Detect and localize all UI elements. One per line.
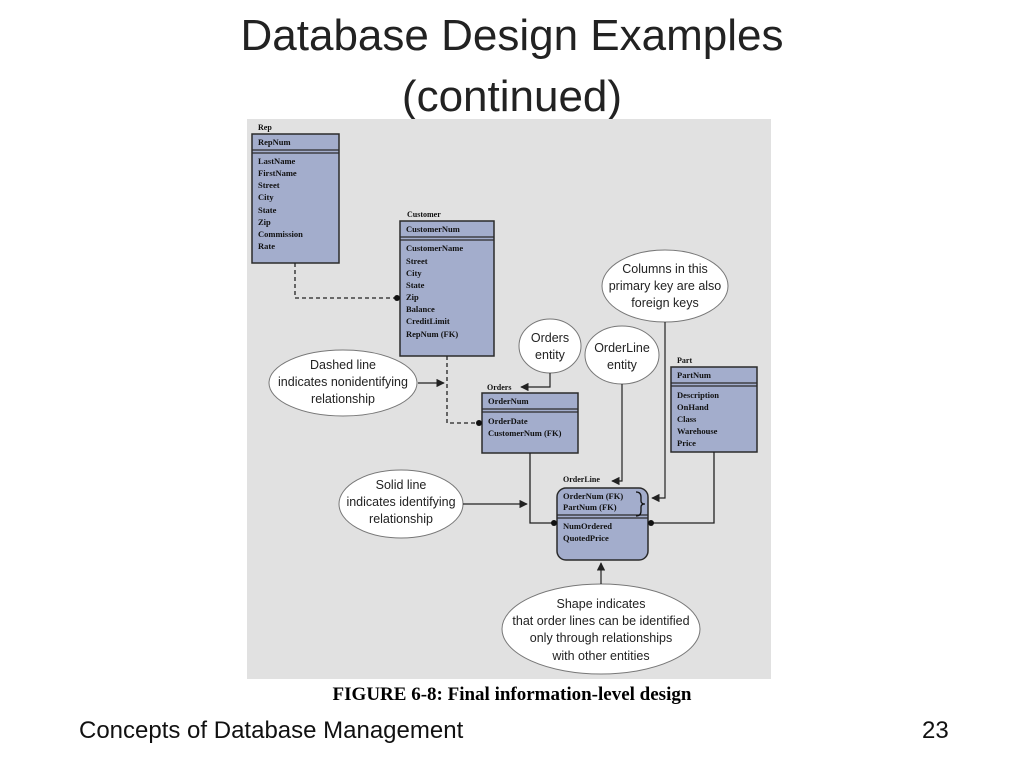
svg-text:entity: entity xyxy=(607,358,638,372)
svg-text:only through relationships: only through relationships xyxy=(530,631,672,645)
orderline-entity-callout: OrderLine entity xyxy=(584,325,660,385)
part-entity: PartNum Description OnHand Class Warehou… xyxy=(670,366,758,453)
rep-key: RepNum xyxy=(258,137,291,147)
svg-text:entity: entity xyxy=(535,348,566,362)
part-attr: Description xyxy=(677,390,719,400)
orders-entity-name: Orders xyxy=(487,383,511,392)
orders-callout-arrow xyxy=(520,373,551,392)
orders-orderline-relationship xyxy=(529,453,557,526)
customer-entity-name: Customer xyxy=(407,210,441,219)
dashed-line-callout: Dashed line indicates nonidentifying rel… xyxy=(268,349,418,417)
orders-entity-callout: Orders entity xyxy=(518,318,582,374)
pk-fk-callout: Columns in this primary key are also for… xyxy=(601,249,729,323)
part-key: PartNum xyxy=(677,370,711,380)
orders-attr: CustomerNum (FK) xyxy=(488,428,562,438)
svg-text:relationship: relationship xyxy=(369,512,433,526)
rep-attr: Commission xyxy=(258,229,303,239)
part-attr: Class xyxy=(677,414,697,424)
svg-text:Dashed line: Dashed line xyxy=(310,358,376,372)
customer-attr: CreditLimit xyxy=(406,316,450,326)
orderline-key: PartNum (FK) xyxy=(563,502,617,512)
slide-title-line-1: Database Design Examples xyxy=(240,11,784,60)
svg-text:that order lines can be identi: that order lines can be identified xyxy=(512,614,689,628)
part-orderline-relationship xyxy=(648,452,715,526)
rep-attr: State xyxy=(258,205,277,215)
svg-text:OrderLine: OrderLine xyxy=(594,341,650,355)
customer-attr: State xyxy=(406,280,425,290)
customer-attr: RepNum (FK) xyxy=(406,329,458,339)
rep-attr: City xyxy=(258,192,274,202)
rep-entity: RepNum LastName FirstName Street City St… xyxy=(251,133,340,264)
svg-text:with other entities: with other entities xyxy=(551,649,649,663)
slide-title-line-2: (continued) xyxy=(401,72,623,121)
customer-orders-relationship xyxy=(446,356,482,426)
customer-key: CustomerNum xyxy=(406,224,460,234)
solid-line-callout: Solid line indicates identifying relatio… xyxy=(338,469,464,539)
orderline-entity: OrderNum (FK) PartNum (FK) NumOrdered Qu… xyxy=(556,487,649,561)
customer-attr: CustomerName xyxy=(406,243,463,253)
rep-attr: FirstName xyxy=(258,168,297,178)
svg-text:foreign keys: foreign keys xyxy=(631,296,698,310)
brace-icon xyxy=(635,491,646,517)
orderline-entity-name: OrderLine xyxy=(563,475,600,484)
figure-caption: FIGURE 6-8: Final information-level desi… xyxy=(332,684,692,705)
customer-attr: Street xyxy=(406,256,428,266)
footer-course-title: Concepts of Database Management xyxy=(79,717,464,744)
svg-text:Solid line: Solid line xyxy=(376,478,427,492)
rep-attr: Rate xyxy=(258,241,275,251)
pk-fk-callout-arrow xyxy=(651,322,666,503)
shape-callout: Shape indicates that order lines can be … xyxy=(501,583,701,675)
orderline-attr: NumOrdered xyxy=(563,521,612,531)
part-attr: OnHand xyxy=(677,402,709,412)
svg-text:indicates nonidentifying: indicates nonidentifying xyxy=(278,375,408,389)
customer-attr: Zip xyxy=(406,292,419,302)
customer-attr: City xyxy=(406,268,422,278)
orders-entity: OrderNum OrderDate CustomerNum (FK) xyxy=(481,392,579,454)
orders-key: OrderNum xyxy=(488,396,529,406)
orderline-key: OrderNum (FK) xyxy=(563,491,623,501)
svg-text:Orders: Orders xyxy=(531,331,569,345)
svg-text:Shape indicates: Shape indicates xyxy=(557,597,646,611)
rep-customer-relationship xyxy=(294,263,400,301)
orderline-callout-arrow xyxy=(611,384,623,486)
customer-attr: Balance xyxy=(406,304,435,314)
part-attr: Price xyxy=(677,438,696,448)
part-attr: Warehouse xyxy=(677,426,718,436)
orderline-attr: QuotedPrice xyxy=(563,533,609,543)
orders-attr: OrderDate xyxy=(488,416,528,426)
slide-number: 23 xyxy=(922,717,949,744)
svg-text:relationship: relationship xyxy=(311,392,375,406)
rep-attr: LastName xyxy=(258,156,296,166)
rep-entity-name: Rep xyxy=(258,123,272,132)
part-entity-name: Part xyxy=(677,356,692,365)
rep-attr: Zip xyxy=(258,217,271,227)
rep-attr: Street xyxy=(258,180,280,190)
svg-text:primary key are also: primary key are also xyxy=(609,279,722,293)
customer-entity: CustomerNum CustomerName Street City Sta… xyxy=(399,220,495,357)
svg-text:Columns in this: Columns in this xyxy=(622,262,707,276)
svg-text:indicates identifying: indicates identifying xyxy=(346,495,455,509)
